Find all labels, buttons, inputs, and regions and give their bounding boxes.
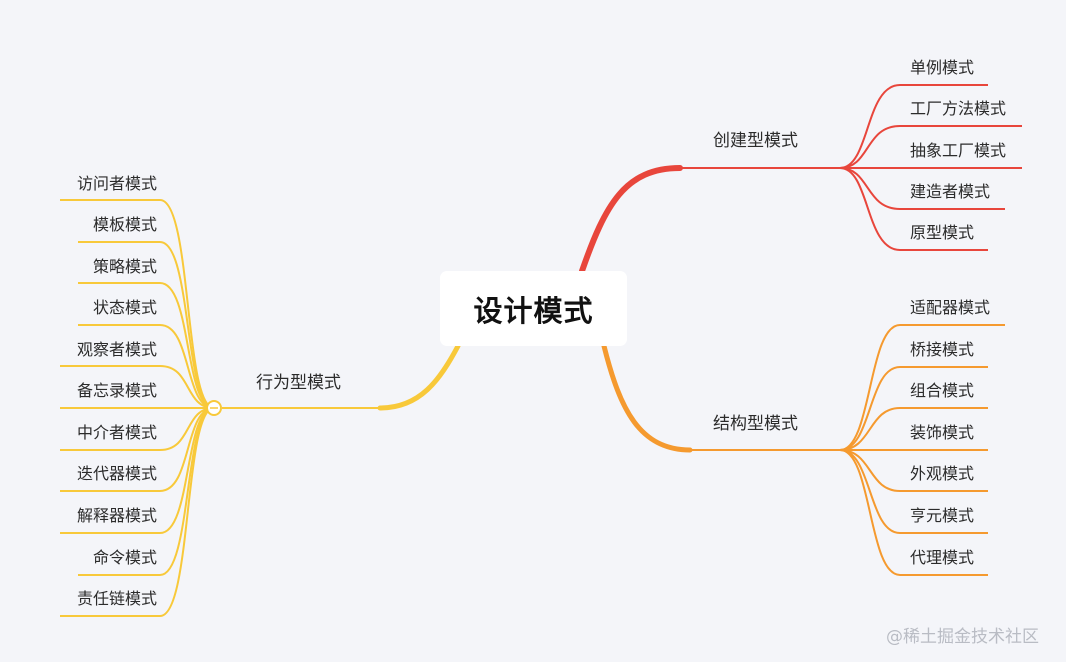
leaf-creational-2[interactable]: 抽象工厂模式 <box>910 141 1007 160</box>
leaf-behavioral-0[interactable]: 访问者模式 <box>76 174 157 193</box>
leaf-line-structural-2 <box>839 407 988 451</box>
branch-creational[interactable]: 创建型模式 <box>713 131 798 151</box>
leaf-line-behavioral-2 <box>78 282 215 409</box>
leaf-line-behavioral-0 <box>60 199 215 409</box>
leaf-line-behavioral-4 <box>60 365 215 409</box>
leaf-line-structural-0 <box>839 324 1005 451</box>
leaf-behavioral-6[interactable]: 中介者模式 <box>76 423 157 442</box>
leaf-line-behavioral-1 <box>78 241 215 409</box>
leaf-structural-2[interactable]: 组合模式 <box>910 381 975 400</box>
leaf-creational-3[interactable]: 建造者模式 <box>910 182 991 201</box>
leaf-line-behavioral-10 <box>60 407 215 617</box>
leaf-behavioral-3[interactable]: 状态模式 <box>92 298 157 317</box>
leaf-behavioral-7[interactable]: 迭代器模式 <box>76 464 157 483</box>
leaf-creational-4[interactable]: 原型模式 <box>910 223 975 242</box>
connector-root-structural <box>601 343 693 453</box>
leaf-structural-4[interactable]: 外观模式 <box>910 464 975 483</box>
root-label: 设计模式 <box>473 293 594 328</box>
leaf-structural-1[interactable]: 桥接模式 <box>910 340 975 359</box>
leaf-line-creational-0 <box>839 84 988 169</box>
leaf-behavioral-5[interactable]: 备忘录模式 <box>76 381 157 400</box>
leaf-behavioral-9[interactable]: 命令模式 <box>92 548 157 567</box>
leaf-line-structural-4 <box>839 449 988 492</box>
leaf-behavioral-1[interactable]: 模板模式 <box>92 215 157 234</box>
leaf-structural-6[interactable]: 代理模式 <box>910 548 975 567</box>
leaf-line-structural-6 <box>839 449 988 576</box>
leaf-line-creational-1 <box>839 125 1022 169</box>
watermark: @稀土掘金技术社区 <box>886 627 1039 647</box>
root-node[interactable]: 设计模式 <box>440 271 627 346</box>
leaf-structural-5[interactable]: 亨元模式 <box>910 506 975 525</box>
leaf-structural-0[interactable]: 适配器模式 <box>910 298 991 317</box>
leaf-line-structural-1 <box>839 366 988 451</box>
leaf-creational-1[interactable]: 工厂方法模式 <box>910 99 1007 118</box>
leaf-line-behavioral-3 <box>78 324 215 409</box>
branch-structural[interactable]: 结构型模式 <box>713 414 798 434</box>
connector-root-creational <box>579 165 683 274</box>
leaf-line-behavioral-7 <box>60 407 215 492</box>
branch-behavioral[interactable]: 行为型模式 <box>256 373 341 393</box>
leaf-line-behavioral-6 <box>60 407 215 451</box>
connector-root-behavioral <box>377 343 461 411</box>
leaf-structural-3[interactable]: 装饰模式 <box>910 423 975 442</box>
leaf-behavioral-2[interactable]: 策略模式 <box>92 257 157 276</box>
leaf-behavioral-10[interactable]: 责任链模式 <box>76 589 157 608</box>
leaf-line-creational-3 <box>839 167 1005 210</box>
leaf-line-creational-4 <box>839 167 988 251</box>
leaf-creational-0[interactable]: 单例模式 <box>910 58 975 77</box>
leaf-behavioral-4[interactable]: 观察者模式 <box>76 340 157 359</box>
leaf-line-structural-5 <box>839 449 988 534</box>
leaf-behavioral-8[interactable]: 解释器模式 <box>76 506 157 525</box>
